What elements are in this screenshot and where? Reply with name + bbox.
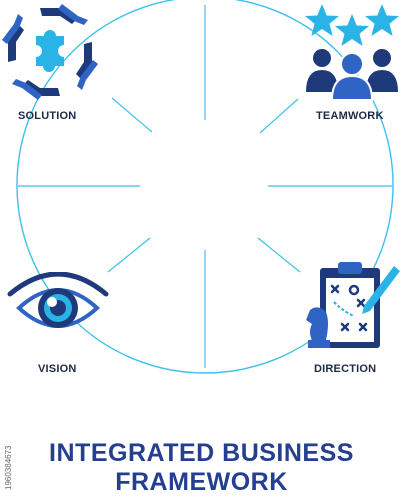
vision-label: VISION — [38, 363, 77, 375]
outer-ring — [16, 0, 394, 374]
stock-id: 1960384673 — [4, 445, 13, 491]
team-stars-icon — [305, 4, 399, 101]
title-line-1: INTEGRATED BUSINESS — [49, 439, 354, 467]
strategy-clipboard-icon — [306, 262, 400, 348]
title-line-2: FRAMEWORK — [115, 468, 288, 496]
eye-icon — [7, 272, 109, 328]
hands-around-puzzle-icon — [2, 4, 98, 100]
solution-label: SOLUTION — [18, 110, 77, 122]
direction-label: DIRECTION — [314, 363, 377, 375]
teamwork-label: TEAMWORK — [316, 110, 384, 122]
radial-spokes — [18, 5, 392, 368]
